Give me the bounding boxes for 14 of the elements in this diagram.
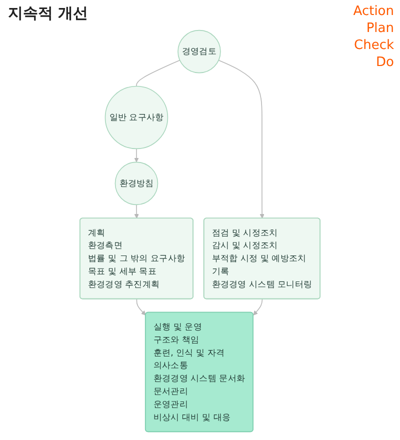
node-circle: 환경방침 <box>114 162 158 206</box>
arrow <box>218 60 264 219</box>
phase-label: Plan <box>366 21 394 36</box>
diagram-title: 지속적 개선 <box>8 4 88 23</box>
phase-label: Action <box>353 4 394 19</box>
arrow <box>134 204 139 219</box>
arrow <box>136 298 146 316</box>
phase-label: Check <box>354 38 394 53</box>
connector <box>136 60 180 87</box>
arrow <box>253 298 263 316</box>
node-circle: 일반 요구사항 <box>104 86 168 150</box>
arrow <box>134 148 139 162</box>
phase-label: Do <box>376 55 394 70</box>
node-circle: 경영검토 <box>178 30 221 74</box>
